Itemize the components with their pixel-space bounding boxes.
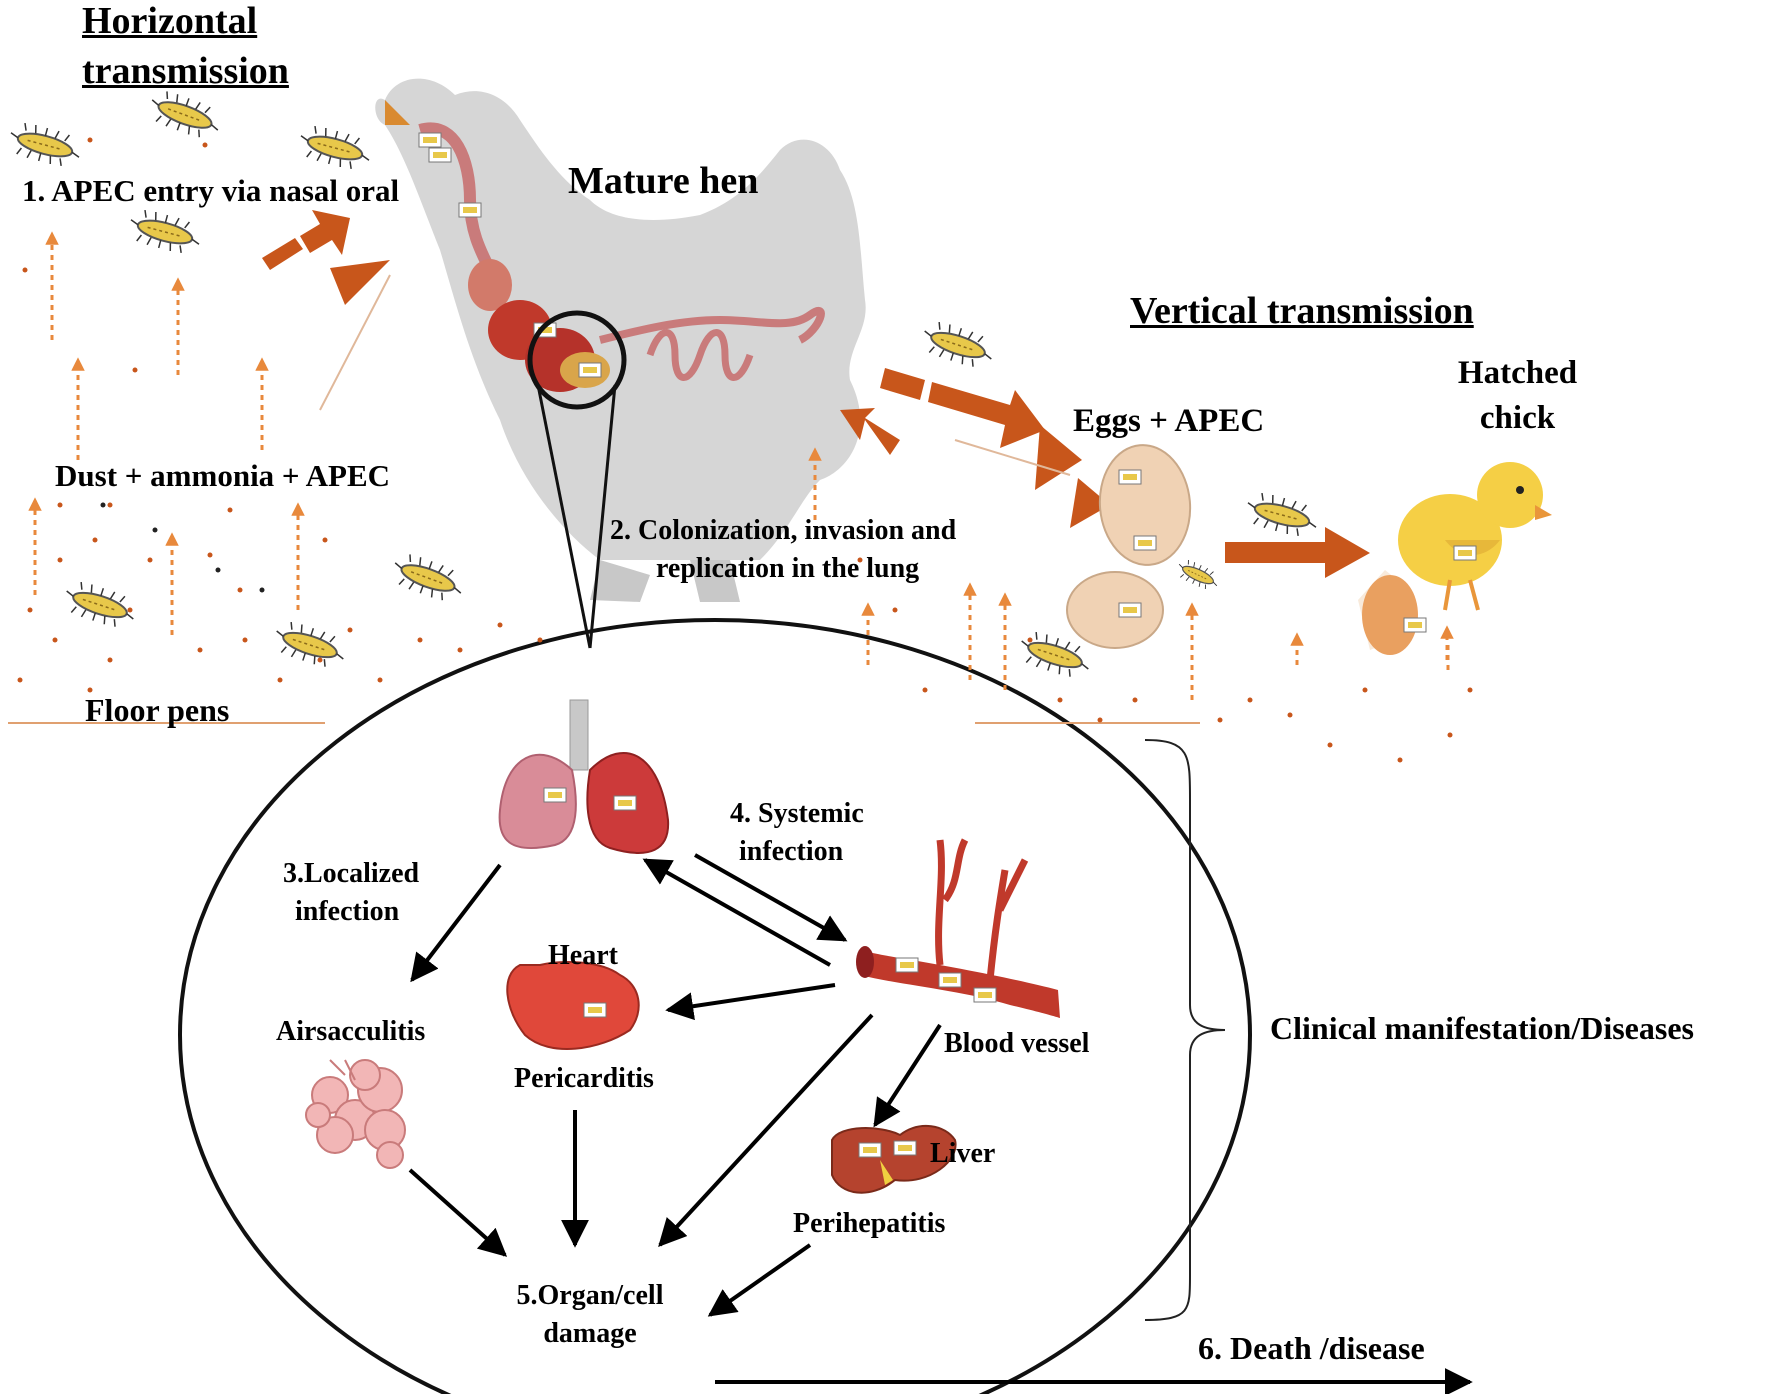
heart-label: Heart [548,940,618,971]
horizontal-title-line2: transmission [82,50,289,92]
lung-zoom-circle [527,310,627,410]
step2-line2: replication in the lung [656,553,920,584]
chick-icon [1358,462,1552,670]
step3-line1: 3.Localized [283,858,420,889]
egg-icon [1066,444,1192,649]
step5-line2: damage [543,1318,637,1349]
liver-label: Liver [930,1138,996,1169]
hatched-label-line1: Hatched [1457,355,1578,391]
dust-label: Dust + ammonia + APEC [55,458,391,493]
lung-icon [498,699,670,854]
perihepatitis-label: Perihepatitis [793,1208,946,1239]
heart-icon [506,961,640,1050]
mature-hen-label: Mature hen [568,160,759,202]
vertical-title: Vertical transmission [1130,290,1474,332]
pathogenesis-ellipse [178,618,1252,1394]
blood-vessel-label: Blood vessel [944,1028,1090,1059]
dust-arrows [28,231,1454,700]
zoom-line-right [588,384,617,649]
flow-arrows [408,853,1473,1394]
dust-particles [17,137,1473,763]
transmission-arrows [262,210,1370,578]
step2-line1: 2. Colonization, invasion and [610,515,957,546]
step5-line1: 5.Organ/cell [516,1280,664,1311]
dust-black-particles [87,472,265,593]
blood-vessel-icon [856,838,1060,1018]
horizontal-title-line1: Horizontal [82,0,258,42]
floor-pens-label: Floor pens [85,692,230,728]
hatched-label-line2: chick [1479,400,1556,436]
step4-line2: infection [739,836,844,867]
clinical-label: Clinical manifestation/Diseases [1270,1010,1694,1046]
pericarditis-label: Pericarditis [514,1063,654,1094]
step4-line1: 4. Systemic [730,798,864,829]
eggs-label: Eggs + APEC [1073,403,1265,439]
liver-icon [831,1124,957,1194]
step6-label: 6. Death /disease [1198,1330,1425,1366]
air-sac-icon [305,1059,406,1169]
clinical-brace [1144,739,1226,1321]
airsacculitis-label: Airsacculitis [276,1016,426,1047]
step3-line2: infection [295,896,400,927]
step1-label: 1. APEC entry via nasal oral [22,173,400,208]
hen-icon [375,78,866,602]
zoom-line-left [536,384,592,649]
